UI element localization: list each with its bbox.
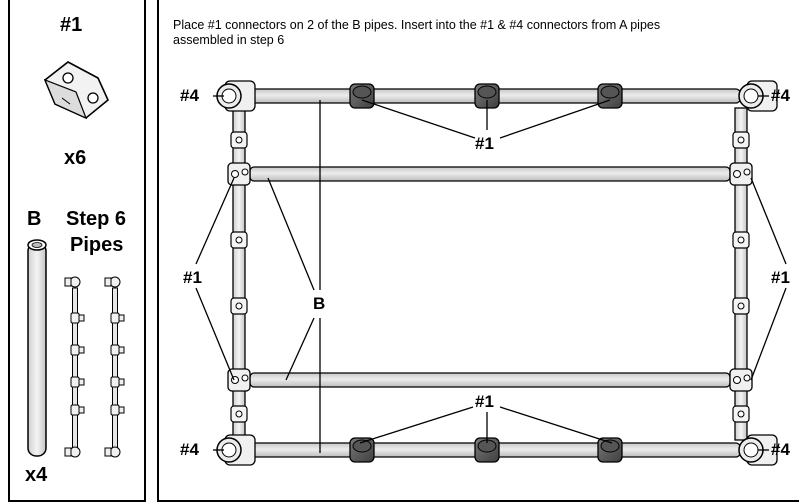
connector-1-quantity: x6 xyxy=(64,147,87,169)
mini-joint xyxy=(118,314,125,322)
mini-joint xyxy=(118,346,125,354)
tee-fitting xyxy=(732,131,750,149)
mini-joint xyxy=(104,277,112,287)
mini-joint xyxy=(118,378,125,386)
corner-bl-label: #4 xyxy=(180,440,199,459)
pipe-b-callout: B xyxy=(313,294,326,313)
corner-tl-label: #4 xyxy=(180,86,199,105)
tee-fitting xyxy=(230,231,248,249)
mini-tee xyxy=(70,376,80,388)
mini-pipe xyxy=(112,287,118,451)
tee-fitting xyxy=(230,405,248,423)
inserted-connector-1 xyxy=(349,83,375,109)
mini-joint xyxy=(118,406,125,414)
mini-joint xyxy=(104,447,112,457)
mini-joint xyxy=(64,447,72,457)
right-connector-callout: #1 xyxy=(771,268,790,287)
mini-tee xyxy=(70,344,80,356)
mini-joint xyxy=(78,314,85,322)
side-connector-1 xyxy=(729,368,753,392)
mini-tee xyxy=(110,312,120,324)
mini-tee xyxy=(110,376,120,388)
connector-1-illustration xyxy=(43,61,109,120)
inserted-connector-1 xyxy=(349,437,375,463)
side-connector-1 xyxy=(729,162,753,186)
corner-tr-label: #4 xyxy=(771,86,790,105)
top-connector-callout: #1 xyxy=(475,134,494,153)
pipe-b-quantity: x4 xyxy=(25,464,48,486)
corner-connector-4 xyxy=(216,434,256,466)
tee-fitting xyxy=(230,297,248,315)
inserted-connector-1 xyxy=(474,83,500,109)
step-6-title: Step 6 xyxy=(66,208,127,230)
inserted-connector-1 xyxy=(597,437,623,463)
vertical-pipe xyxy=(734,107,748,441)
step-6-subtitle: Pipes xyxy=(70,234,124,256)
tee-fitting xyxy=(732,405,750,423)
left-connector-callout: #1 xyxy=(183,268,202,287)
mini-tee xyxy=(70,404,80,416)
mini-joint xyxy=(78,378,85,386)
pipe-b-label: B xyxy=(27,208,42,230)
corner-connector-4 xyxy=(738,80,778,112)
mini-joint xyxy=(78,346,85,354)
step-6-pipes-illustration xyxy=(64,276,125,458)
inserted-connector-1 xyxy=(597,83,623,109)
tee-fitting xyxy=(732,297,750,315)
bottom-connector-callout: #1 xyxy=(475,392,494,411)
tee-fitting xyxy=(732,231,750,249)
corner-br-label: #4 xyxy=(771,440,790,459)
mini-tee xyxy=(110,404,120,416)
mini-tee xyxy=(70,312,80,324)
lower-pipe-b xyxy=(249,372,731,388)
corner-connector-4 xyxy=(216,80,256,112)
tee-fitting xyxy=(230,131,248,149)
connector-1-label: #1 xyxy=(60,14,83,36)
pipe-b-illustration xyxy=(27,239,47,457)
mini-pipe xyxy=(72,287,78,451)
mini-joint xyxy=(78,406,85,414)
frame-assembly xyxy=(216,80,778,466)
instruction-text: Place #1 connectors on 2 of the B pipes.… xyxy=(173,18,661,47)
upper-pipe-b xyxy=(249,166,731,182)
callout-lines xyxy=(195,95,787,453)
side-connector-1 xyxy=(227,162,251,186)
mini-tee xyxy=(110,344,120,356)
corner-connector-4 xyxy=(738,434,778,466)
mini-joint xyxy=(64,277,72,287)
inserted-connector-1 xyxy=(474,437,500,463)
